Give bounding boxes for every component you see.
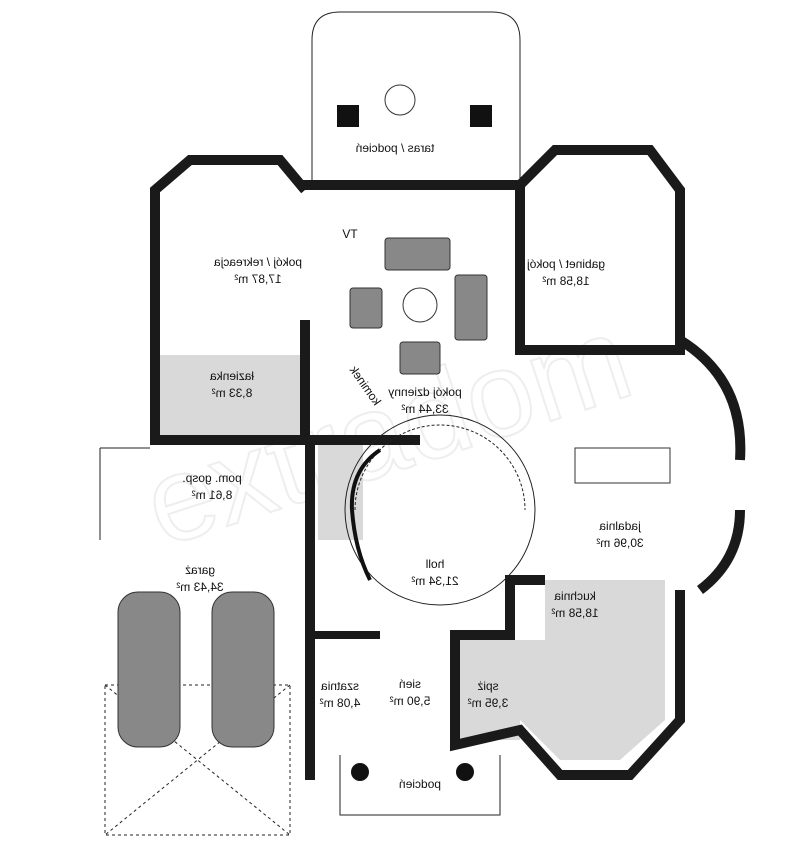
- room-name: garaż: [185, 563, 215, 577]
- living-room-furniture: [349, 237, 488, 375]
- room-area: 30,96 m²: [596, 536, 643, 550]
- room-name: pokój dzienny: [388, 385, 461, 399]
- terrace-furniture: [337, 84, 492, 127]
- room-label-spiz: spiż 3,95 m²: [468, 679, 509, 710]
- room-name: gabinet / pokój: [527, 257, 605, 271]
- room-label-sien: sień 5,90 m²: [390, 677, 431, 708]
- room-label-tv: TV: [342, 227, 357, 241]
- wc-floor: [318, 445, 363, 540]
- service-yard: [99, 447, 150, 540]
- bathroom-floor: [160, 355, 305, 435]
- room-label-taras: taras / podcień: [356, 141, 435, 155]
- room-area: 34,43 m²: [176, 580, 223, 594]
- room-label-podcien: podcień: [399, 777, 441, 791]
- room-name: podcień: [399, 777, 441, 791]
- room-label-dzienny: pokój dzienny 33,44 m²: [388, 385, 461, 416]
- room-area: 4,08 m²: [320, 696, 361, 710]
- room-label-jadalnia: jadalnia 30,96 m²: [596, 519, 643, 550]
- room-name: taras / podcień: [356, 141, 435, 155]
- room-name: jadalnia: [599, 519, 642, 533]
- room-label-rekreacja: pokój / rekreacja 17,87 m²: [214, 255, 302, 286]
- room-name: pom. gosp.: [182, 471, 241, 485]
- room-label-garaz: garaż 34,43 m²: [176, 563, 223, 594]
- room-area: 3,95 m²: [468, 696, 509, 710]
- room-area: 5,90 m²: [390, 694, 431, 708]
- room-label-lazienka: łazienka 8,33 m²: [210, 369, 254, 400]
- walls: [150, 145, 746, 780]
- room-area: 18,58 m²: [542, 274, 589, 288]
- spiral-stairs: [344, 414, 536, 606]
- room-name: szatnia: [321, 679, 359, 693]
- room-area: 17,87 m²: [234, 272, 281, 286]
- garage-apron: [104, 684, 291, 836]
- room-label-gabinet: gabinet / pokój 18,58 m²: [527, 257, 605, 288]
- room-area: 33,44 m²: [401, 402, 448, 416]
- room-label-kuchnia: kuchnia 18,58 m²: [551, 589, 598, 620]
- kitchen-floor: [520, 580, 665, 760]
- room-name: TV: [342, 227, 357, 241]
- room-label-holl: holl 21,34 m²: [411, 557, 458, 588]
- room-name: łazienka: [210, 369, 254, 383]
- room-area: 21,34 m²: [411, 574, 458, 588]
- room-name: holl: [426, 557, 445, 571]
- room-area: 8,33 m²: [212, 386, 253, 400]
- terrace-outline: [311, 11, 521, 185]
- pantry-floor: [455, 640, 520, 740]
- dining-table: [574, 447, 671, 484]
- room-name: kuchnia: [554, 589, 596, 603]
- room-name: pokój / rekreacja: [214, 255, 302, 269]
- room-area: 8,61 m²: [192, 488, 233, 502]
- garage-cars: [117, 591, 275, 748]
- room-area: 18,58 m²: [551, 606, 598, 620]
- entrance-porch: [339, 755, 501, 816]
- room-label-gosp: pom. gosp. 8,61 m²: [182, 471, 241, 502]
- porch-columns: [351, 763, 474, 781]
- room-name: spiż: [477, 679, 498, 693]
- room-label-szatnia: szatnia 4,08 m²: [320, 679, 361, 710]
- room-name: sień: [399, 677, 421, 691]
